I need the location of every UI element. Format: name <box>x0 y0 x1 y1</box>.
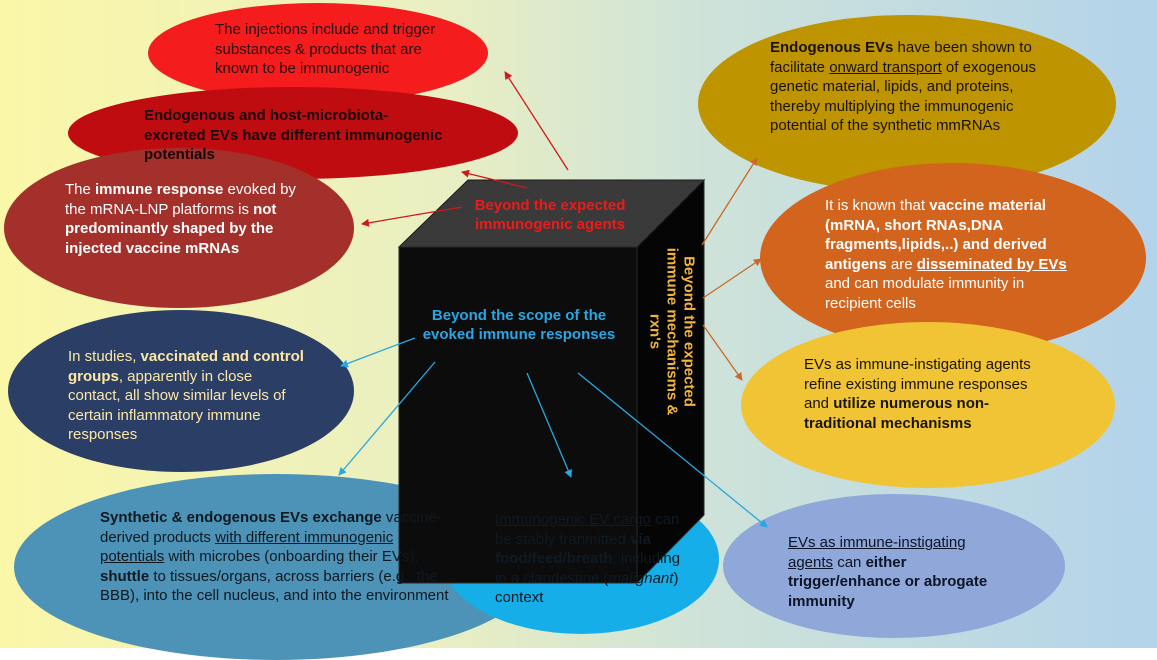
ellipse-either <box>723 494 1065 638</box>
cargo-p3: ) context <box>495 569 679 607</box>
synthetic-b1: Synthetic & endogenous EVs exchange <box>100 509 382 526</box>
studies-p2: , apparently in close contact, all show … <box>68 367 286 444</box>
ellipse-endogenous <box>698 15 1116 192</box>
endogenous-p1: have been shown to facilitate <box>770 39 1032 76</box>
immune-response-p2: evoked by the mRNA-LNP platforms is <box>65 181 296 218</box>
studies-p1: In studies, <box>68 348 141 365</box>
text-either: EVs as immune-instigating agents can eit… <box>788 533 1008 611</box>
synthetic-p2: with microbes (onboarding their EVs), <box>164 548 419 565</box>
cargo-i1: malignant <box>608 569 674 587</box>
ellipse-immune-response <box>4 148 354 308</box>
text-refine: EVs as immune-instigating agents refine … <box>804 355 1046 433</box>
immune-response-p1: The <box>65 181 96 198</box>
ellipse-refine <box>741 322 1115 488</box>
either-u1: EVs as immune-instigating agents <box>788 534 966 571</box>
either-b1: either trigger/enhance or abrogate immun… <box>788 553 988 610</box>
vaccine-material-p2: are <box>886 255 917 273</box>
synthetic-b2: shuttle <box>100 567 150 585</box>
endogenous-b1: Endogenous EVs <box>770 39 894 56</box>
text-studies: In studies, vaccinated and control group… <box>68 347 308 445</box>
text-injections: The injections include and trigger subst… <box>215 21 436 77</box>
refine-p1: EVs as immune-instigating agents refine … <box>804 356 1031 412</box>
text-host-ev: Endogenous and host-microbiota-excreted … <box>144 107 443 163</box>
vaccine-material-bu1: disseminated by EVs <box>916 255 1067 273</box>
endogenous-u1: onward transport <box>829 58 942 76</box>
cargo-b1: via food/feed/breath <box>495 530 651 568</box>
ellipse-injections <box>148 3 488 103</box>
cargo-p1: can be stably tranmitted <box>495 511 680 548</box>
either-p1: can <box>833 553 866 571</box>
text-cargo: Immunogenic EV cargo can be stably tranm… <box>495 510 691 608</box>
text-vaccine-material: It is known that vaccine material (mRNA,… <box>825 196 1081 313</box>
vaccine-material-b1: vaccine material (mRNA, short RNAs,DNA f… <box>825 197 1047 273</box>
endogenous-p2: of exogenous genetic material, lipids, a… <box>770 58 1037 135</box>
cargo-p2: , including in a clandestine ( <box>495 550 681 587</box>
ellipse-vaccine-material <box>760 163 1146 353</box>
studies-b1: vaccinated and control groups <box>68 348 304 385</box>
vaccine-material-p1: It is known that <box>825 197 930 214</box>
immune-response-b1: immune response <box>95 181 224 198</box>
cube-front-label: Beyond the scope of the evoked immune re… <box>422 307 616 343</box>
ellipse-studies <box>8 310 354 472</box>
cargo-u1: Immunogenic EV cargo <box>495 511 651 528</box>
synthetic-p1: vaccine-derived products <box>100 509 442 546</box>
vaccine-material-p3: and can modulate immunity in recipient c… <box>825 275 1025 312</box>
text-synthetic: Synthetic & endogenous EVs exchange vacc… <box>100 508 456 606</box>
text-immune-response: The immune response evoked by the mRNA-L… <box>65 180 305 258</box>
refine-b1: utilize numerous non-traditional mechani… <box>804 395 990 432</box>
immune-response-b2: not predominantly shaped by the injected… <box>65 200 277 257</box>
cube-side-label: Beyond the expected immune mechanisms & … <box>646 247 698 416</box>
text-endogenous: Endogenous EVs have been shown to facili… <box>770 38 1055 136</box>
cube-top-label: Beyond the expected immunogenic agents <box>474 197 626 233</box>
synthetic-u1: with different immunogenic potentials <box>100 528 394 566</box>
synthetic-p3: to tissues/organs, across barriers (e.g.… <box>100 567 449 605</box>
